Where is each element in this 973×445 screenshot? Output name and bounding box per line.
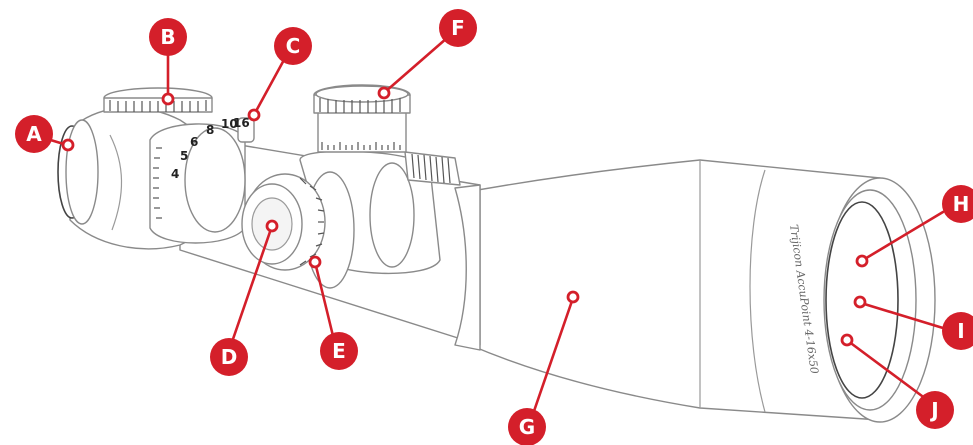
- callout-dot: [566, 290, 580, 304]
- callout-dot: [308, 255, 322, 269]
- callout-f: F: [377, 9, 477, 100]
- callout-letter: J: [929, 398, 938, 422]
- callout-badge: [210, 338, 248, 376]
- dial-number: 8: [206, 123, 214, 137]
- dial-number: 4: [171, 167, 179, 181]
- callout-dot: [840, 333, 854, 347]
- callout-a: A: [15, 115, 75, 153]
- tube-taper: [454, 184, 481, 351]
- callout-letter: B: [160, 25, 175, 49]
- callout-letter: H: [953, 192, 970, 216]
- callout-b: B: [149, 18, 187, 106]
- callout-letter: I: [957, 319, 964, 343]
- power-dial-face: [184, 127, 246, 233]
- elevation-cap-face: [315, 85, 409, 103]
- power-dial-numbers: 4 5 6 8 10 16: [171, 116, 250, 181]
- callout-dot: [161, 92, 175, 106]
- callout-dot: [61, 138, 75, 152]
- elevation-cap-knurl: [319, 98, 401, 113]
- callout-badge: [439, 9, 477, 47]
- dial-number: 16: [233, 116, 250, 130]
- callout-badge: [320, 332, 358, 370]
- eyepiece-curve: [109, 134, 123, 231]
- callout-g: G: [508, 290, 580, 445]
- scope-illustration: 4 5 6 8 10 16 Trijicon AccuPoint 4-16x50: [57, 84, 936, 423]
- callout-badge: [942, 185, 973, 223]
- callout-j: J: [840, 333, 954, 429]
- bell-bevel: [749, 169, 766, 413]
- callout-dot: [265, 219, 279, 233]
- callout-badge: [15, 115, 53, 153]
- callouts: A B C D E: [15, 9, 973, 445]
- dial-number: 6: [190, 135, 198, 149]
- throw-lever: [237, 117, 255, 143]
- objective-bell: [449, 159, 881, 421]
- callout-letter: C: [286, 34, 301, 58]
- callout-badge: [508, 408, 546, 445]
- callout-letter: G: [519, 415, 535, 439]
- callout-i: I: [853, 295, 973, 350]
- callout-letter: D: [221, 345, 238, 369]
- eyepiece-ring: [65, 119, 99, 225]
- callout-letter: F: [451, 16, 465, 40]
- callout-dot: [853, 295, 867, 309]
- callout-dot: [377, 86, 391, 100]
- callout-badge: [149, 18, 187, 56]
- callout-d: D: [210, 219, 279, 376]
- saddle-ring: [369, 162, 415, 268]
- saddle-knurl: [404, 151, 461, 186]
- callout-e: E: [308, 255, 358, 370]
- elevation-scale-ticks: [321, 142, 401, 150]
- power-ring-knurl: [153, 147, 162, 219]
- callout-dot: [855, 254, 869, 268]
- fast-focus-knurl: [109, 100, 207, 112]
- side-focus-knurl: [299, 177, 325, 266]
- callout-c: C: [247, 27, 312, 122]
- callout-letter: E: [332, 339, 346, 363]
- callout-badge: [942, 312, 973, 350]
- callout-dot: [247, 108, 261, 122]
- dial-number: 10: [221, 117, 238, 131]
- dial-number: 5: [180, 149, 188, 163]
- callout-badge: [274, 27, 312, 65]
- callout-h: H: [855, 185, 973, 268]
- callout-badge: [916, 391, 954, 429]
- callout-letter: A: [26, 122, 42, 146]
